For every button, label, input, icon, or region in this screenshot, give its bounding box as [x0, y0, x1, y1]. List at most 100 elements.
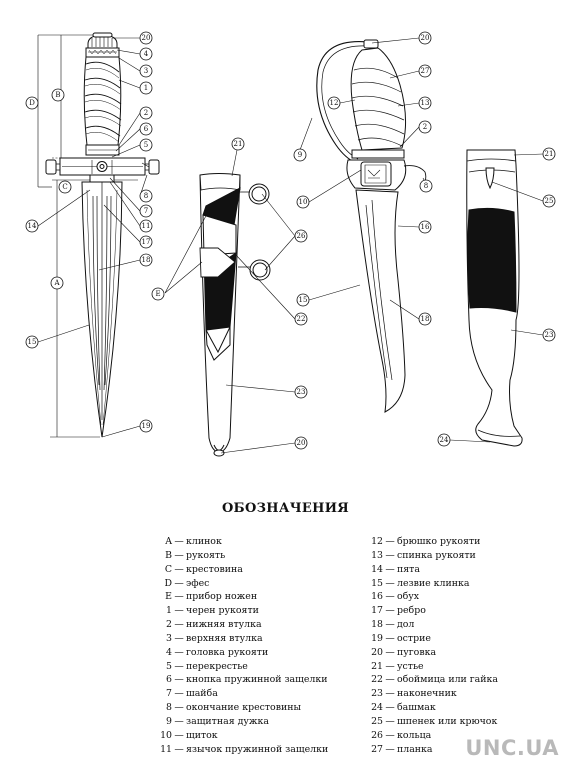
legend-dash: —: [174, 702, 184, 714]
legend-dash: —: [174, 632, 184, 644]
legend-dash: —: [385, 702, 395, 714]
legend-key: 1: [166, 605, 172, 617]
legend-key: B: [165, 549, 172, 561]
callout-9: 9: [298, 151, 302, 159]
legend-text: пята: [397, 563, 420, 575]
legend-dash: —: [174, 715, 184, 727]
legend-dash: —: [174, 660, 184, 672]
legend-text: язычок пружинной защелки: [186, 743, 329, 755]
legend-item-18: 18—дол: [366, 618, 498, 632]
legend-item-21: 21—устье: [366, 660, 498, 674]
legend-text: планка: [397, 743, 433, 755]
callout-21-scabbard2: 21: [545, 150, 554, 158]
legend-item-13: 13—спинка рукояти: [366, 549, 498, 563]
legend-text: лезвие клинка: [397, 577, 470, 589]
callout-4: 4: [144, 50, 149, 58]
legend-item-24: 24—башмак: [366, 701, 498, 715]
callout-E: E: [155, 290, 160, 298]
legend-text: рукоять: [186, 549, 226, 561]
legend-dash: —: [174, 646, 184, 658]
legend-text: окончание крестовины: [186, 702, 301, 714]
legend-dash: —: [385, 632, 395, 644]
watermark: UNC.UA: [465, 736, 559, 760]
legend-key: A: [165, 536, 172, 547]
legend-dash: —: [385, 674, 395, 686]
callout-23-scabbard2: 23: [545, 331, 554, 339]
legend-text: спинка рукояти: [397, 549, 476, 561]
legend-text: брюшко рукояти: [397, 536, 481, 547]
legend-item-D: D—эфес: [155, 577, 328, 591]
legend-key: 22: [371, 674, 383, 686]
legend-key: 18: [371, 619, 383, 631]
legend-key: 19: [371, 632, 383, 644]
callout-22: 22: [297, 315, 306, 323]
legend-dash: —: [385, 591, 395, 603]
legend-text: головка рукояти: [186, 646, 269, 658]
legend-dash: —: [385, 688, 395, 700]
legend-dash: —: [174, 674, 184, 686]
legend-dash: —: [385, 715, 395, 727]
legend-item-E: E—прибор ножен: [155, 590, 328, 604]
callout-8: 8: [144, 192, 148, 200]
knife-diagram: 20 4 3 1 2 6 5 8 7 11 17 18 14 15 19 D B…: [25, 31, 556, 457]
callout-17: 17: [142, 238, 151, 246]
legend-dash: —: [174, 536, 184, 547]
legend-key: 20: [371, 646, 383, 658]
callout-14: 14: [28, 222, 37, 230]
legend-text: крестовина: [186, 563, 243, 575]
legend-key: 4: [166, 646, 172, 658]
legend-key: 6: [166, 674, 172, 686]
legend-key: 8: [166, 702, 172, 714]
legend-item-5: 5—перекрестье: [155, 660, 328, 674]
legend-dash: —: [174, 688, 184, 700]
callout-15: 15: [28, 338, 37, 346]
scabbard-side-view: [466, 149, 523, 447]
callout-5: 5: [144, 141, 148, 149]
legend-text: ребро: [397, 605, 426, 617]
legend-text: защитная дужка: [186, 715, 269, 727]
callout-10: 10: [299, 198, 308, 206]
callout-23: 23: [297, 388, 306, 396]
callout-18: 18: [142, 256, 151, 264]
legend-key: 13: [371, 549, 383, 561]
legend-key: 14: [371, 563, 383, 575]
legend-dash: —: [174, 563, 184, 575]
legend-key: 27: [371, 743, 383, 755]
legend-item-27: 27—планка: [366, 743, 498, 757]
callout-2-knife: 2: [423, 123, 427, 131]
legend-text: шайба: [186, 688, 218, 700]
legend-dash: —: [385, 577, 395, 589]
legend-text: перекрестье: [186, 660, 248, 672]
callout-1: 1: [144, 84, 148, 92]
callout-24: 24: [440, 436, 449, 444]
legend-item-9: 9—защитная дужка: [155, 715, 328, 729]
callout-A: A: [53, 279, 60, 287]
callout-25: 25: [545, 197, 554, 205]
legend-text: обоймица или гайка: [397, 674, 498, 686]
legend-key: 21: [371, 660, 383, 672]
legend-dash: —: [385, 646, 395, 658]
legend-key: 10: [160, 729, 172, 741]
scabbard-front-view: [199, 173, 271, 457]
legend-title: ОБОЗНАЧЕНИЯ: [221, 501, 350, 516]
legend-dash: —: [385, 549, 395, 561]
legend-item-19: 19—острие: [366, 632, 498, 646]
legend-item-B: B—рукоять: [155, 549, 328, 563]
leader-lines: [37, 37, 544, 454]
legend-item-C: C—крестовина: [155, 563, 328, 577]
callout-21: 21: [234, 140, 243, 148]
legend-text: черен рукояти: [186, 605, 259, 617]
callout-11: 11: [142, 222, 151, 230]
legend-key: 26: [371, 729, 383, 741]
legend-item-26: 26—кольца: [366, 729, 498, 743]
legend-dash: —: [385, 536, 395, 547]
callout-15-knife: 15: [299, 296, 308, 304]
legend-key: C: [164, 563, 172, 575]
legend-key: 16: [371, 591, 383, 603]
callout-C: C: [62, 183, 67, 191]
legend-key: 12: [371, 536, 383, 547]
legend-item-1: 1—черен рукояти: [155, 604, 328, 618]
legend-item-11: 11—язычок пружинной защелки: [155, 743, 328, 757]
legend-dash: —: [174, 577, 184, 589]
